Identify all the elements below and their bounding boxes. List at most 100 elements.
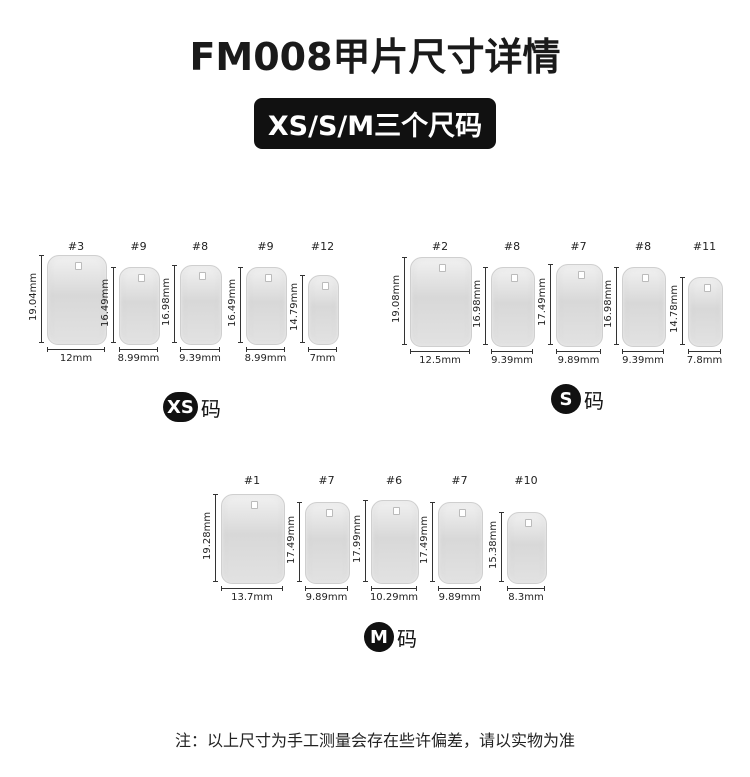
length-dimension-line <box>363 500 368 582</box>
nail-width-label: 9.89mm <box>438 592 481 603</box>
nail-length-label: 16.98mm <box>161 277 172 326</box>
size-badge: M <box>364 622 394 652</box>
nail-number: #9 <box>257 240 274 253</box>
width-dimension-line <box>491 349 533 354</box>
width-dimension-line <box>688 349 721 354</box>
nail-number: #7 <box>451 474 468 487</box>
nail-tab-icon <box>393 507 400 515</box>
nail-length-label: 19.04mm <box>28 272 39 321</box>
width-dimension-line <box>410 349 470 354</box>
size-char: 码 <box>397 626 417 651</box>
nail-tab-icon <box>325 509 333 517</box>
nail-number: #7 <box>570 240 587 253</box>
size-char: 码 <box>584 388 604 413</box>
length-dimension-line <box>483 267 488 345</box>
size-badge: S <box>551 384 581 414</box>
nail-length-label: 16.49mm <box>100 278 111 327</box>
nail-tab-icon <box>439 264 446 272</box>
width-dimension-line <box>221 586 283 591</box>
nail-length-label: 17.49mm <box>537 278 548 327</box>
length-dimension-line <box>300 275 305 343</box>
nail-width-label: 12.5mm <box>419 355 461 366</box>
nail-tab-icon <box>199 272 206 280</box>
nail-width-label: 9.89mm <box>557 355 600 366</box>
subtitle: XS/S/M三个尺码 <box>253 98 497 149</box>
nail-width-label: 10.29mm <box>369 592 419 603</box>
nail-number: #7 <box>318 474 335 487</box>
nail-length-label: 19.08mm <box>391 274 402 323</box>
nail-width-label: 9.89mm <box>305 592 348 603</box>
length-dimension-line <box>680 277 685 345</box>
width-dimension-line <box>305 586 348 591</box>
nail-number: #11 <box>692 240 717 253</box>
footnote: 注：以上尺寸为手工测量会存在些许偏差，请以实物为准 <box>174 731 575 750</box>
width-dimension-line <box>371 586 417 591</box>
nail-length-label: 14.79mm <box>289 282 300 331</box>
width-dimension-line <box>246 347 285 352</box>
nail-tab-icon <box>511 274 518 282</box>
nail-length-label: 16.49mm <box>227 278 238 327</box>
nail-length-label: 19.28mm <box>202 511 213 560</box>
nail-tab-icon <box>251 501 258 509</box>
nail-tab-icon <box>577 271 585 279</box>
nail-tab-icon <box>525 519 532 527</box>
nail-width-label: 7.8mm <box>686 355 723 366</box>
nail-length-label: 16.98mm <box>603 279 614 328</box>
length-dimension-line <box>499 512 504 582</box>
nail-tip <box>491 267 535 347</box>
nail-number: #12 <box>310 240 335 253</box>
length-dimension-line <box>213 494 218 582</box>
nail-tab-icon <box>75 262 82 270</box>
nail-width-label: 7mm <box>309 353 336 364</box>
nail-number: #8 <box>503 240 521 253</box>
nail-tip <box>305 502 350 584</box>
nail-number: #3 <box>67 240 85 253</box>
nail-width-label: 9.39mm <box>622 355 664 366</box>
subtitle-banner: XS/S/M三个尺码 <box>0 98 750 149</box>
nail-width-label: 9.39mm <box>491 355 533 366</box>
nail-tab-icon <box>264 274 272 282</box>
nail-number: #9 <box>130 240 147 253</box>
length-dimension-line <box>238 267 243 343</box>
nail-tip <box>507 512 547 584</box>
nail-tip <box>622 267 666 347</box>
nail-tip <box>438 502 483 584</box>
nail-width-label: 8.3mm <box>508 592 544 603</box>
nail-width-label: 9.39mm <box>179 353 221 364</box>
nail-width-label: 13.7mm <box>231 592 273 603</box>
nail-tip <box>119 267 160 345</box>
length-dimension-line <box>172 265 177 343</box>
nail-length-label: 17.49mm <box>419 515 430 564</box>
nail-tab-icon <box>137 274 145 282</box>
size-char: 码 <box>200 396 221 421</box>
nail-tab-icon <box>321 282 329 290</box>
length-dimension-line <box>111 267 116 343</box>
size-badge: XS <box>163 392 198 422</box>
width-dimension-line <box>622 349 664 354</box>
length-dimension-line <box>614 267 619 345</box>
nail-tip <box>308 275 339 345</box>
nail-tab-icon <box>458 509 466 517</box>
width-dimension-line <box>119 347 158 352</box>
nail-tip <box>410 257 472 347</box>
nail-number: #6 <box>385 474 403 487</box>
nail-tip <box>688 277 723 347</box>
length-dimension-line <box>548 264 553 345</box>
width-dimension-line <box>438 586 481 591</box>
nail-number: #10 <box>514 474 538 487</box>
width-dimension-line <box>180 347 220 352</box>
nail-length-label: 16.98mm <box>472 279 483 328</box>
nail-tip <box>47 255 107 345</box>
nail-width-label: 8.99mm <box>117 353 160 364</box>
nail-length-label: 14.78mm <box>669 284 680 333</box>
length-dimension-line <box>297 502 302 582</box>
nail-tip <box>556 264 603 347</box>
nail-length-label: 15.38mm <box>488 520 499 569</box>
nail-length-label: 17.99mm <box>352 514 363 563</box>
nail-tip <box>221 494 285 584</box>
length-dimension-line <box>430 502 435 582</box>
width-dimension-line <box>507 586 545 591</box>
